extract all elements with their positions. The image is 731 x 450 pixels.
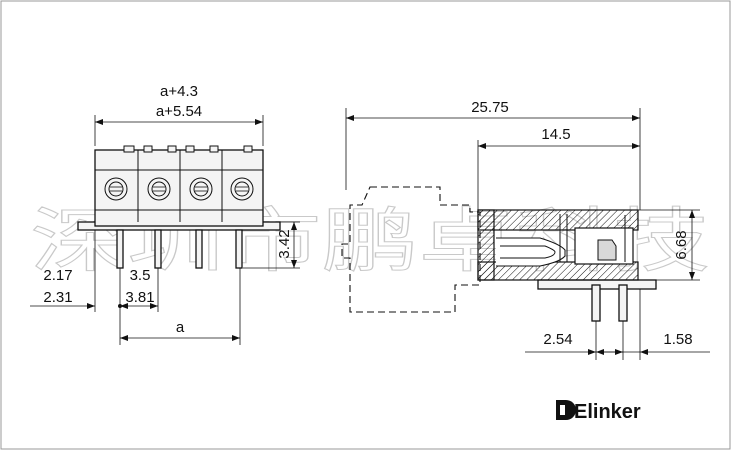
dim-6-68: 6.68 xyxy=(673,230,690,259)
dim-3-42: 3.42 xyxy=(276,229,293,258)
dim-1-58: 1.58 xyxy=(663,331,692,348)
dim-3-81: 3.81 xyxy=(125,289,154,306)
front-dividers xyxy=(95,150,263,222)
front-height-dimension: 3.42 xyxy=(243,221,300,269)
side-housing-left xyxy=(477,209,495,281)
side-pins xyxy=(591,284,628,322)
elinker-logo-icon xyxy=(556,400,576,420)
side-overall-dimension: 25.75 xyxy=(345,99,641,210)
dim-a-plus-5-54: a+5.54 xyxy=(156,103,202,120)
screw-2 xyxy=(147,177,171,201)
side-clamp-spring xyxy=(496,214,568,267)
dim-2-54: 2.54 xyxy=(543,331,572,348)
dim-3-5: 3.5 xyxy=(130,267,151,284)
screw-1 xyxy=(104,177,128,201)
dim-2-31: 2.31 xyxy=(43,289,72,306)
side-bottom-dimension: 2.54 1.58 xyxy=(525,289,710,360)
dim-a: a xyxy=(176,319,185,336)
front-pins xyxy=(116,229,243,269)
brand-name: Elinker xyxy=(574,401,641,423)
side-height-dimension: 6.68 xyxy=(638,209,700,281)
side-housing-upper xyxy=(477,209,639,231)
side-screw-head xyxy=(597,239,617,261)
side-view: 25.75 14.5 6.68 2.54 1.58 xyxy=(341,99,710,360)
side-plug-dashed-outline xyxy=(341,186,481,313)
front-view: a+4.3 a+5.54 3.42 2.17 2.31 3.5 3.81 xyxy=(30,83,300,345)
front-housing xyxy=(94,149,264,227)
screw-4 xyxy=(230,177,254,201)
front-top-tabs xyxy=(123,145,253,153)
screw-3 xyxy=(189,177,213,201)
elinker-logo: Elinker xyxy=(556,400,641,423)
side-body-dimension: 14.5 xyxy=(477,126,640,210)
front-screws xyxy=(104,177,254,201)
dim-25-75: 25.75 xyxy=(471,99,509,116)
front-bottom-dimension: a xyxy=(120,268,241,345)
dim-2-17: 2.17 xyxy=(43,267,72,284)
front-top-dimension: a+4.3 a+5.54 xyxy=(94,83,264,146)
dim-a-plus-4-3: a+4.3 xyxy=(160,83,198,100)
dim-14-5: 14.5 xyxy=(541,126,570,143)
front-left-dimension: 2.17 2.31 3.5 3.81 xyxy=(30,230,159,345)
